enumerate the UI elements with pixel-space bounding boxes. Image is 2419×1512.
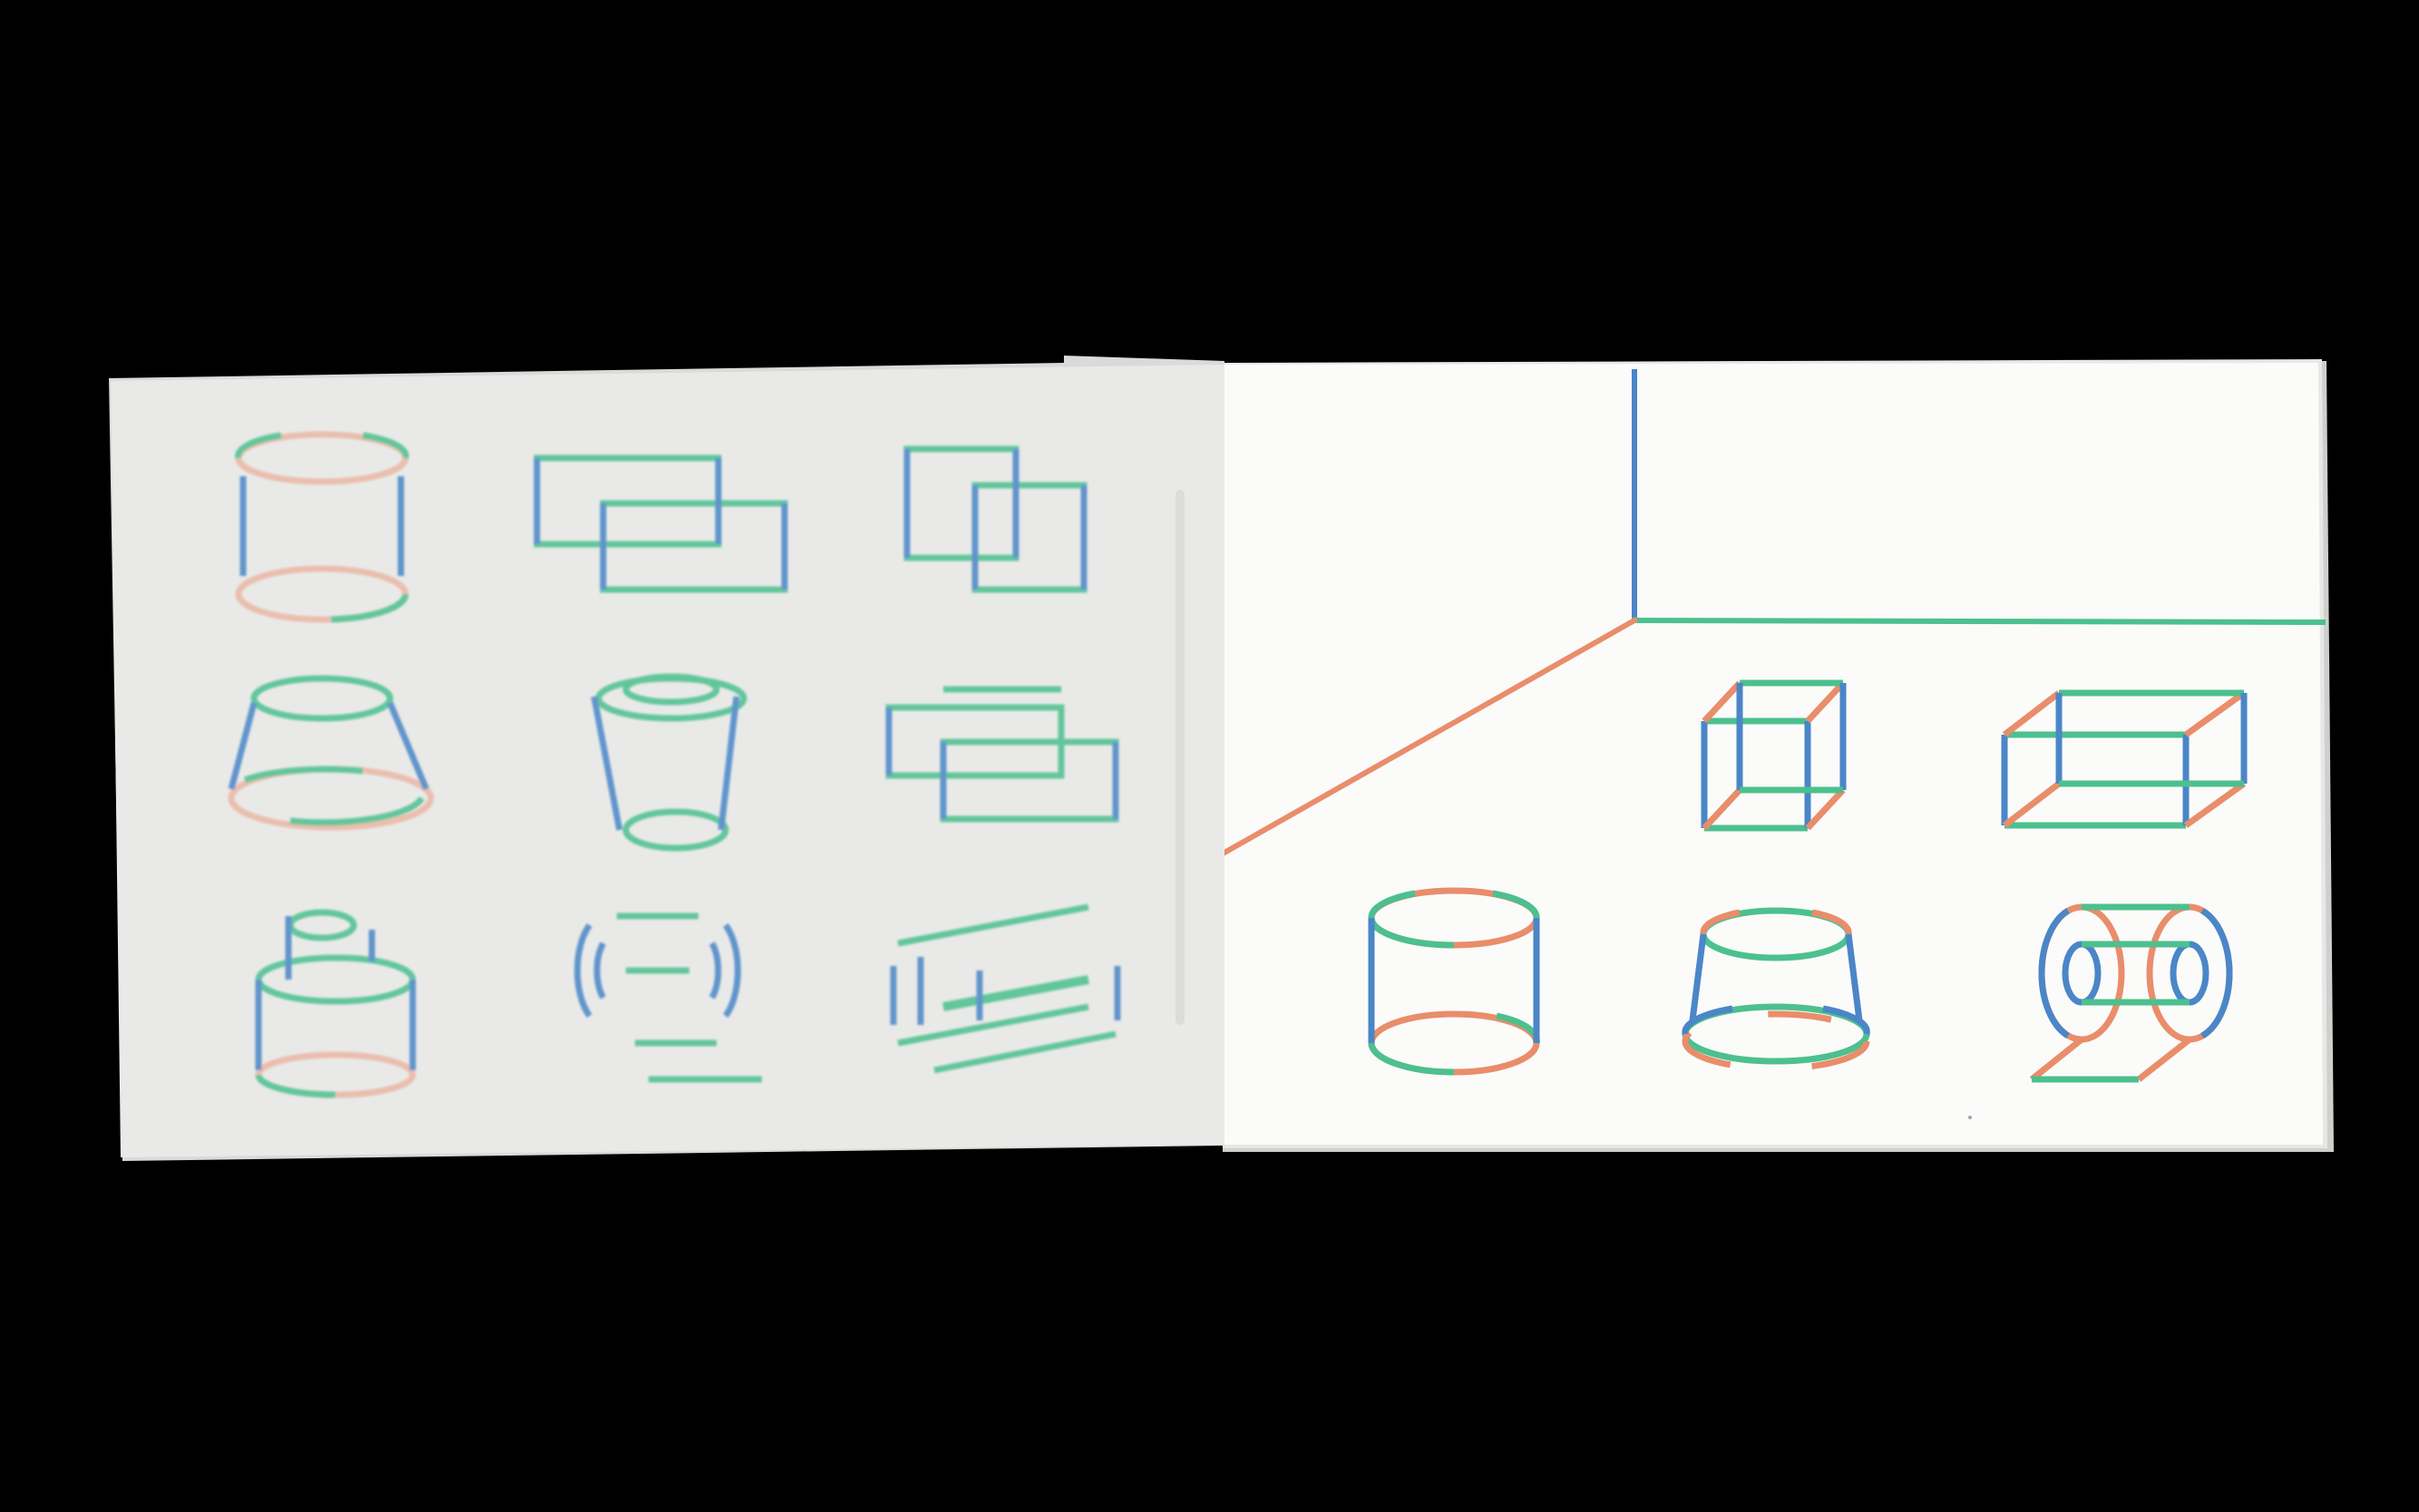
right-page bbox=[1220, 363, 2326, 1145]
corner-horizontal-line bbox=[1631, 617, 2326, 626]
corner-diagonal-line bbox=[1220, 616, 1639, 857]
cup-icon bbox=[590, 673, 747, 852]
binding-slot bbox=[1175, 490, 1185, 1025]
tape-roll-icon bbox=[2029, 903, 2233, 1083]
cylinder-icon bbox=[1368, 887, 1540, 1076]
box-wireframe-icon bbox=[2001, 689, 2248, 829]
truncated-cone-icon bbox=[1682, 907, 1870, 1072]
truncated-cone-icon bbox=[228, 675, 434, 831]
cylinder-icon bbox=[235, 431, 409, 623]
left-tracing-page bbox=[109, 356, 1224, 1161]
spool-icon bbox=[574, 912, 762, 1083]
overlapping-squares-icon bbox=[903, 445, 1088, 593]
double-rectangle-box-icon bbox=[533, 454, 788, 593]
roll-box-icon bbox=[890, 903, 1121, 1074]
offset-box-icon bbox=[885, 686, 1119, 823]
stacked-cylinder-icon bbox=[255, 909, 416, 1098]
dust-speck bbox=[1968, 1116, 1972, 1119]
room-corner-drawing bbox=[1220, 369, 2326, 857]
cube-wireframe-icon bbox=[1701, 679, 1847, 832]
